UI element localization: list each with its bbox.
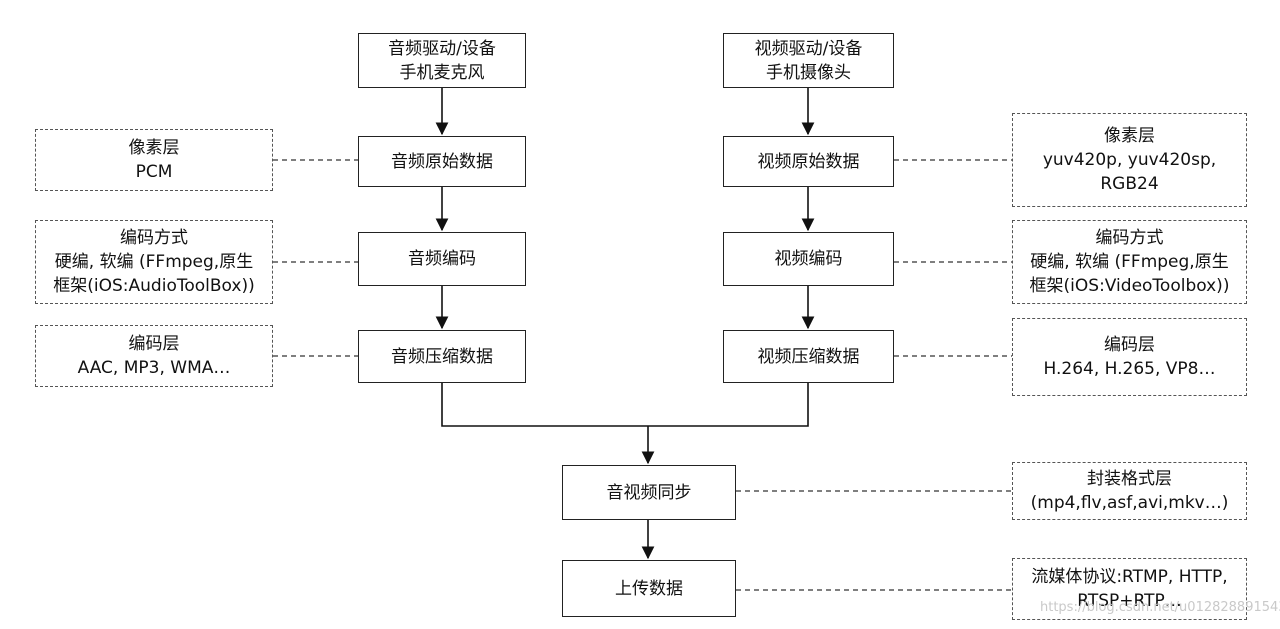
video-source-line-1: 视频驱动/设备 <box>754 38 863 59</box>
audio-raw-label: 音频原始数据 <box>391 151 493 172</box>
audio-pixel-value: PCM <box>135 162 173 182</box>
video-encode-label: 视频编码 <box>774 249 843 269</box>
container-title: 封装格式层 <box>1087 469 1172 489</box>
video-codec-method-line-2: 硬编, 软编 (FFmpeg,原生 <box>1030 252 1229 272</box>
audio-compressed-label: 音频压缩数据 <box>391 346 493 367</box>
video-raw-box: 视频原始数据 <box>723 136 894 187</box>
video-codec-layer-value: H.264, H.265, VP8… <box>1043 359 1216 379</box>
video-pixel-line-2: yuv420p, yuv420sp, <box>1042 150 1217 170</box>
audio-pixel-title: 像素层 <box>128 138 180 158</box>
video-compressed-label: 视频压缩数据 <box>757 346 860 367</box>
audio-encode-label: 音频编码 <box>408 249 476 269</box>
audio-source-line-2: 手机麦克风 <box>399 62 485 83</box>
audio-pixel-note: 像素层 PCM <box>35 129 273 191</box>
sync-box: 音视频同步 <box>562 465 736 520</box>
audio-codec-method-note: 编码方式 硬编, 软编 (FFmpeg,原生 框架(iOS:AudioToolB… <box>35 220 273 304</box>
merge-line <box>441 383 809 427</box>
watermark: https://blog.csdn.net/u012828891543 <box>1040 600 1280 615</box>
audio-source-box: 音频驱动/设备 手机麦克风 <box>358 33 526 88</box>
video-codec-method-line-3: 框架(iOS:VideoToolbox)) <box>1029 276 1230 296</box>
video-pixel-title: 像素层 <box>1104 126 1155 146</box>
sync-label: 音视频同步 <box>606 482 692 503</box>
audio-compressed-box: 音频压缩数据 <box>358 330 526 383</box>
upload-box: 上传数据 <box>562 560 736 617</box>
audio-codec-method-line-3: 框架(iOS:AudioToolBox)) <box>53 276 255 296</box>
audio-source-line-1: 音频驱动/设备 <box>388 38 496 59</box>
video-pixel-line-3: RGB24 <box>1100 174 1159 194</box>
audio-codec-method-line-2: 硬编, 软编 (FFmpeg,原生 <box>54 252 254 272</box>
video-compressed-box: 视频压缩数据 <box>723 330 894 383</box>
video-pixel-note: 像素层 yuv420p, yuv420sp, RGB24 <box>1012 113 1247 207</box>
container-value: (mp4,flv,asf,avi,mkv…) <box>1030 493 1229 513</box>
video-codec-layer-title: 编码层 <box>1104 335 1155 355</box>
video-source-line-2: 手机摄像头 <box>766 62 851 83</box>
protocol-note: 流媒体协议:RTMP, HTTP, RTSP+RTP… <box>1012 558 1247 620</box>
upload-label: 上传数据 <box>615 578 683 599</box>
video-codec-layer-note: 编码层 H.264, H.265, VP8… <box>1012 318 1247 396</box>
video-encode-box: 视频编码 <box>723 232 894 286</box>
video-source-box: 视频驱动/设备 手机摄像头 <box>723 33 894 88</box>
audio-codec-layer-title: 编码层 <box>128 334 180 354</box>
video-raw-label: 视频原始数据 <box>757 151 860 172</box>
audio-codec-layer-value: AAC, MP3, WMA… <box>77 358 231 378</box>
video-codec-method-title: 编码方式 <box>1095 228 1164 248</box>
audio-codec-method-title: 编码方式 <box>120 228 188 248</box>
audio-codec-layer-note: 编码层 AAC, MP3, WMA… <box>35 325 273 387</box>
audio-raw-box: 音频原始数据 <box>358 136 526 187</box>
container-note: 封装格式层 (mp4,flv,asf,avi,mkv…) <box>1012 462 1247 520</box>
protocol-line-1: 流媒体协议:RTMP, HTTP, <box>1031 567 1228 587</box>
video-codec-method-note: 编码方式 硬编, 软编 (FFmpeg,原生 框架(iOS:VideoToolb… <box>1012 220 1247 304</box>
audio-encode-box: 音频编码 <box>358 232 526 286</box>
protocol-line-2: RTSP+RTP… <box>1077 591 1182 611</box>
